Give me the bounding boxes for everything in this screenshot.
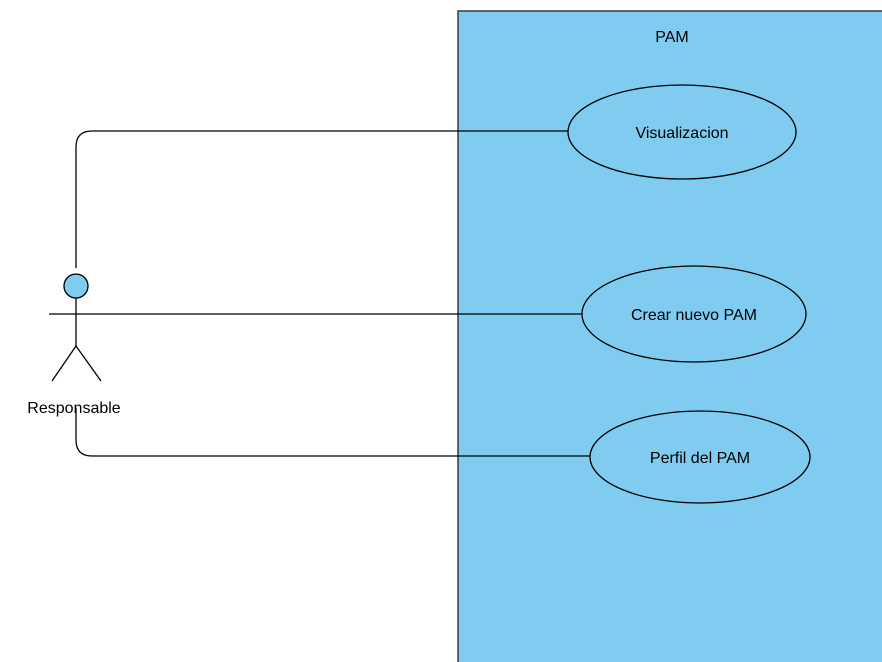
use-case-ellipse — [567, 84, 797, 180]
use-case-ellipse — [589, 410, 811, 504]
connector-visualizacion — [75, 130, 568, 268]
system-label: PAM — [655, 29, 688, 46]
use-case-label: Perfil del PAM — [650, 450, 750, 467]
actor-label: Responsable — [27, 400, 121, 417]
use-case-label: Crear nuevo PAM — [631, 307, 757, 324]
actor-right-leg — [75, 345, 102, 382]
actor-responsable[interactable]: Responsable — [27, 273, 121, 417]
use-case-visualizacion[interactable]: Visualizacion — [567, 84, 797, 180]
use-case-crear-nuevo-pam[interactable]: Crear nuevo PAM — [581, 265, 807, 363]
actor-left-leg — [51, 345, 77, 382]
connector-perfil-del-pam — [75, 408, 590, 457]
use-case-ellipse — [581, 265, 807, 363]
actor-head — [63, 273, 89, 299]
use-case-label: Visualizacion — [635, 125, 728, 142]
use-case-perfil-del-pam[interactable]: Perfil del PAM — [589, 410, 811, 504]
